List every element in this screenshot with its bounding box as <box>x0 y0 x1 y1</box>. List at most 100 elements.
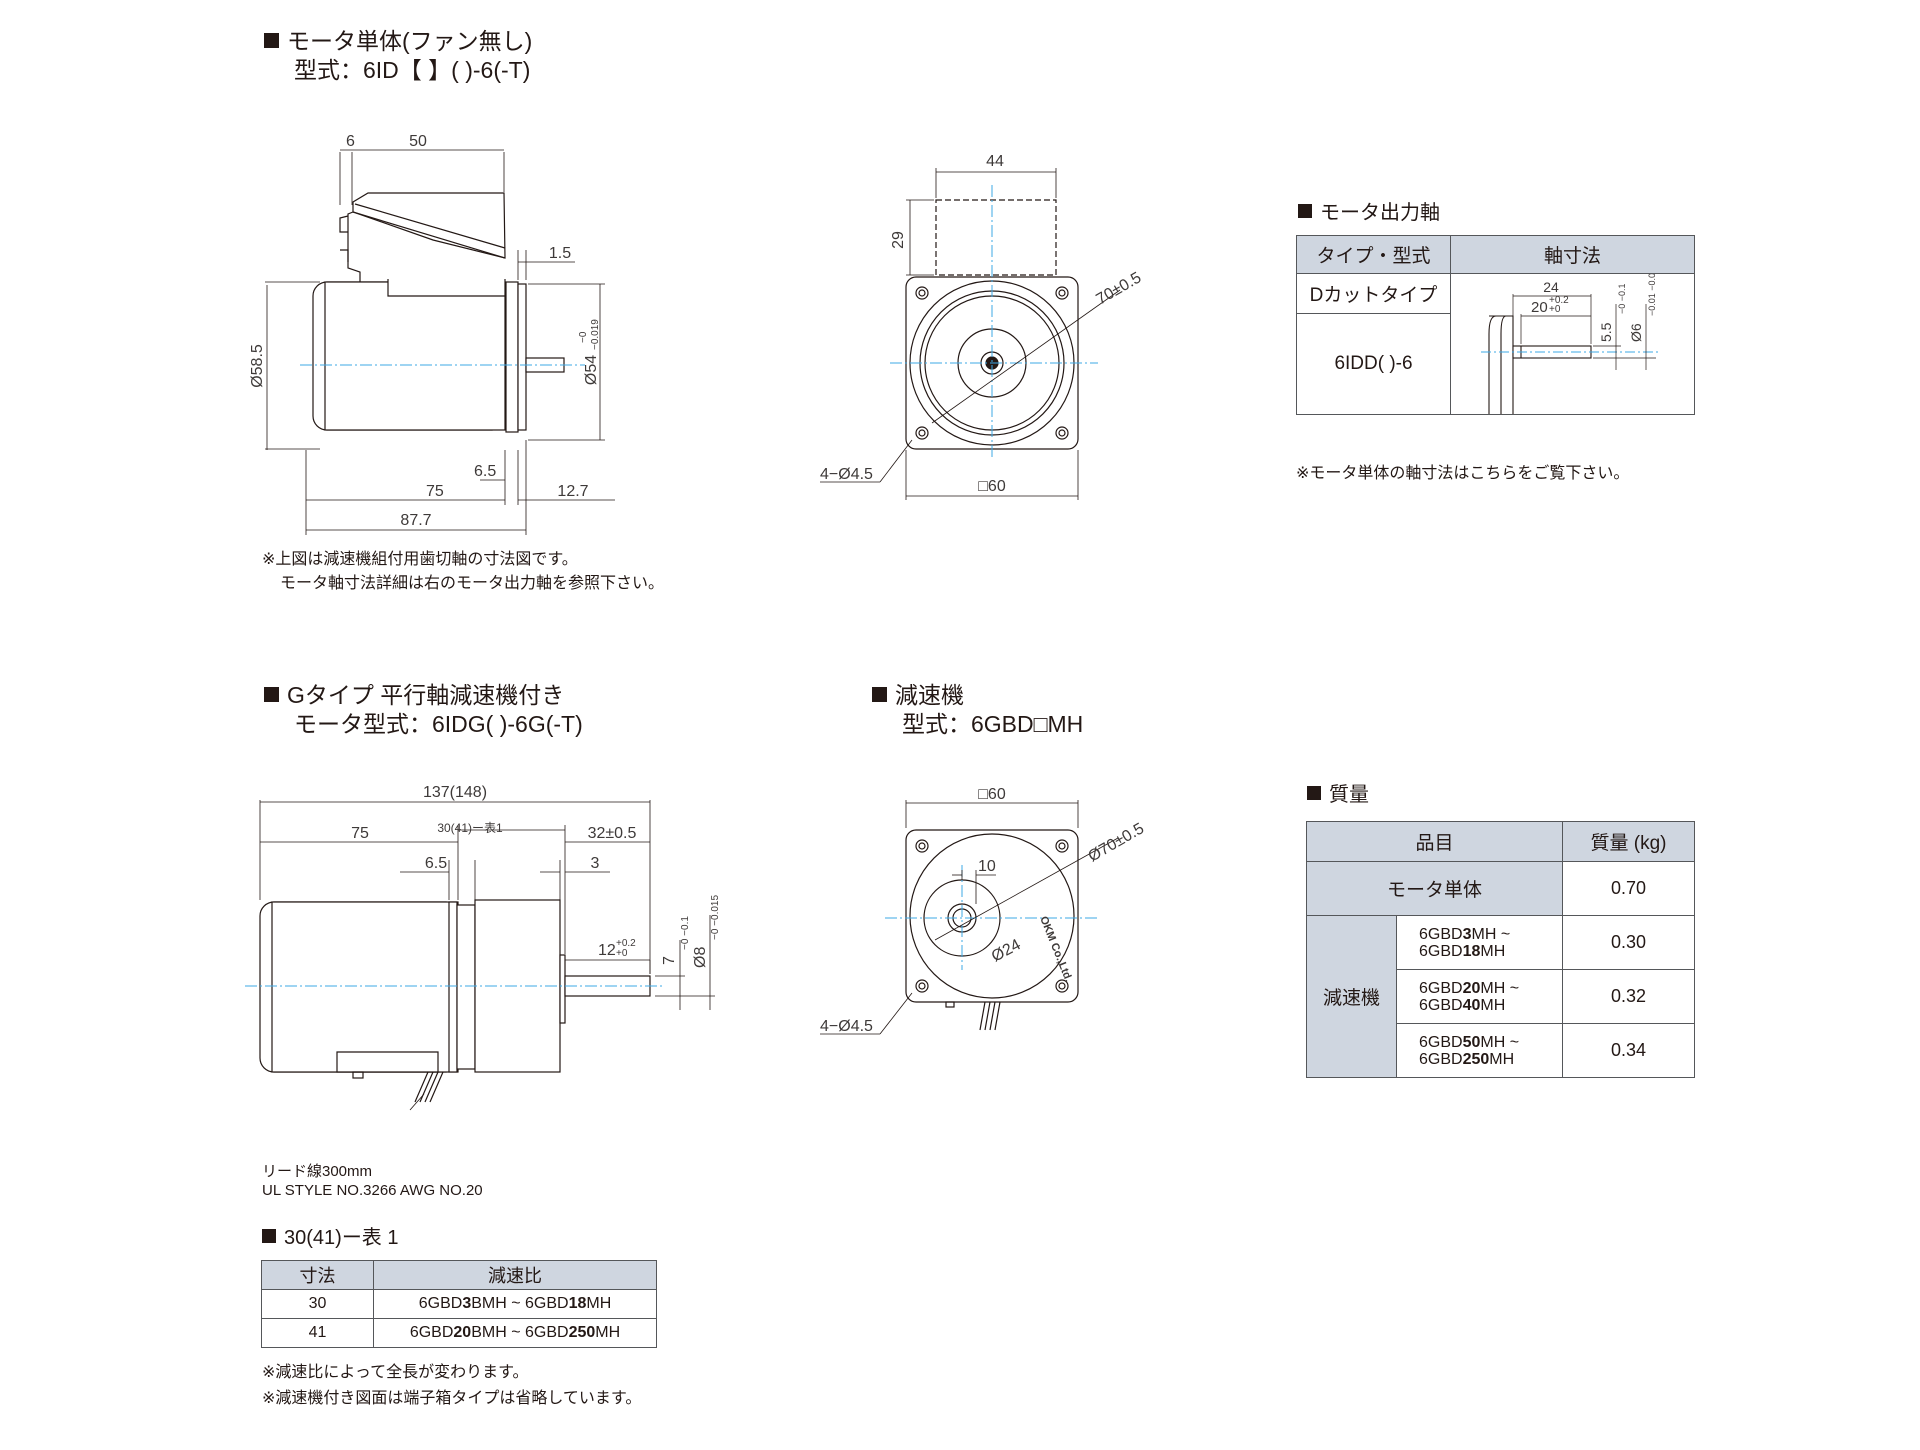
ratio-row-2-to: 250 <box>568 1324 596 1341</box>
section2-title: Gタイプ 平行軸減速機付き <box>287 682 565 708</box>
shaft-col-dim: 軸寸法 <box>1450 235 1695 274</box>
mass-col-mass: 質量 (kg) <box>1562 821 1695 862</box>
bullet-square-icon <box>1307 786 1321 800</box>
bullet-square-icon <box>264 33 279 48</box>
ratio-row-1-dim: 30 <box>261 1289 374 1319</box>
mass-row-3-ratio-from: 50 <box>1462 1033 1481 1051</box>
gear-dim-4-45: 4−Ø4.5 <box>820 1018 873 1035</box>
shaft-dim-20-upper: +0.2 <box>1549 295 1569 306</box>
mass-row-3-prefix: 6GBD <box>1419 1033 1463 1051</box>
mass-title: 質量 <box>1329 784 1369 806</box>
gearhead-header: 減速機 型式：6GBD□MH <box>872 681 1083 739</box>
shaft-dim-5-5: 5.5 <box>1598 322 1614 342</box>
bullet-square-icon <box>872 687 887 702</box>
mass-row-2-suffix-2: MH <box>1480 996 1506 1014</box>
gearhead-model: 型式：6GBD□MH <box>902 711 1084 737</box>
ratio-row-1-to: 18 <box>568 1295 587 1312</box>
section1-header: モータ単体(ファン無し) 型式：6ID【 】( )-6(-T) <box>264 27 532 85</box>
dim-6-5: 6.5 <box>425 855 447 872</box>
shaft-model: 6IDD( )-6 <box>1296 313 1451 415</box>
dim-4-45: 4−Ø4.5 <box>820 466 873 483</box>
dim-total: 137(148) <box>423 784 487 801</box>
mass-motor-label: モータ単体 <box>1306 861 1563 916</box>
ratio-row-1-p1: 6GBD <box>418 1295 463 1312</box>
ratio-row-1-range: 6GBD3BMH ~ 6GBD18MH <box>373 1289 657 1319</box>
dim-8: Ø8 <box>692 947 709 968</box>
dim-54: Ø54 <box>583 355 600 385</box>
motor-side-view-drawing: 6 50 1.5 Ø58.5 Ø54 −0 −0.019 6.5 75 12.7… <box>249 133 615 535</box>
mass-motor-value: 0.70 <box>1562 861 1695 916</box>
mass-row-1-suffix-2: MH <box>1480 942 1506 960</box>
section1-note-1: ※上図は減速機組付用歯切軸の寸法図です。 <box>262 551 578 568</box>
ratio-row-2-range: 6GBD20BMH ~ 6GBD250MH <box>373 1318 657 1348</box>
dim-50: 50 <box>409 133 427 150</box>
shaft-dim-24: 24 <box>1543 279 1559 295</box>
mass-gear-row-1-value: 0.30 <box>1562 915 1695 970</box>
ratio-col-ratio: 減速比 <box>373 1260 657 1290</box>
dim-60: □60 <box>978 478 1006 495</box>
mass-row-2-prefix-2: 6GBD <box>1419 996 1463 1014</box>
ratio-row-2-p2: BMH ~ 6GBD <box>471 1324 569 1341</box>
ratio-table: 寸法 減速比 30 6GBD3BMH ~ 6GBD18MH 41 6GBD20B… <box>261 1260 657 1348</box>
shaft-dim-20-lower: +0 <box>1549 304 1561 315</box>
table1-header: 30(41)ー表 1 <box>262 1221 399 1250</box>
dim-12-lower: +0 <box>616 948 628 959</box>
mass-row-3-suffix: MH ~ <box>1480 1033 1520 1051</box>
shaft-note: ※モータ単体の軸寸法はこちらをご覧下さい。 <box>1296 465 1630 482</box>
mass-row-2-suffix: MH ~ <box>1480 979 1520 997</box>
mass-row-3-ratio-to: 250 <box>1462 1050 1490 1068</box>
lead-wire-note: リード線300mm UL STYLE NO.3266 AWG NO.20 <box>262 1162 483 1200</box>
dim-87-7: 87.7 <box>400 512 431 529</box>
gearhead-title: 減速機 <box>895 682 964 708</box>
table1-title: 30(41)ー表 1 <box>284 1227 399 1249</box>
dim-3: 3 <box>591 855 600 872</box>
ratio-row-1-p2: BMH ~ 6GBD <box>471 1295 569 1312</box>
shaft-dim-6-tol: −0.01 −0.02 <box>1647 274 1657 316</box>
gear-dim-60: □60 <box>978 786 1006 803</box>
bullet-square-icon <box>262 1229 276 1243</box>
ratio-row-2-from: 20 <box>453 1324 472 1341</box>
mass-gear-row-2-value: 0.32 <box>1562 969 1695 1024</box>
dim-1-5: 1.5 <box>549 245 571 262</box>
mass-row-1-ratio-from: 3 <box>1462 925 1472 943</box>
mass-gear-row-1-label: 6GBD3MH ~ 6GBD18MH <box>1396 915 1563 970</box>
geared-motor-side-view-drawing: 137(148) 75 30(41)ー表1 32±0.5 6.5 3 12 +0… <box>245 784 720 1111</box>
mass-row-1-ratio-to: 18 <box>1462 942 1481 960</box>
section2-header: Gタイプ 平行軸減速機付き モータ型式：6IDG( )-6G(-T) <box>264 681 583 739</box>
mass-col-item: 品目 <box>1306 821 1563 862</box>
mass-row-1-prefix: 6GBD <box>1419 925 1463 943</box>
mass-gear-row-2-label: 6GBD20MH ~ 6GBD40MH <box>1396 969 1563 1024</box>
bullet-square-icon <box>264 687 279 702</box>
lead-wire-spec: UL STYLE NO.3266 AWG NO.20 <box>262 1182 483 1199</box>
shaft-dim-5-5-tol: −0 −0.1 <box>1617 283 1627 314</box>
gear-dim-70: Ø70±0.5 <box>1086 820 1148 865</box>
mass-gear-row-3-value: 0.34 <box>1562 1023 1695 1078</box>
shaft-dim-drawing: 24 20 +0.2 +0 5.5 −0 −0.1 Ø6 −0.01 −0.02 <box>1481 274 1661 414</box>
table1-note-1: ※減速比によって全長が変わります。 <box>262 1364 529 1381</box>
shaft-header: モータ出力軸 <box>1298 196 1440 225</box>
mass-table: 品目 質量 (kg) モータ単体 0.70 減速機 6GBD3MH ~ 6GBD… <box>1306 821 1695 1078</box>
motor-front-view-drawing: 44 29 70±0.5 4−Ø4.5 □60 <box>820 153 1145 500</box>
mass-row-2-ratio-to: 40 <box>1462 996 1481 1014</box>
bullet-square-icon <box>1298 204 1312 218</box>
lead-wire-length: リード線300mm <box>262 1163 373 1180</box>
mass-header: 質量 <box>1307 778 1369 807</box>
ratio-row-1-from: 3 <box>462 1295 472 1312</box>
ratio-row-2-dim: 41 <box>261 1318 374 1348</box>
gearhead-front-view-drawing: OKM Co.,Ltd. □60 Ø70±0.5 10 Ø24 4−Ø4.5 <box>820 786 1148 1035</box>
dim-70: 70±0.5 <box>1094 269 1145 308</box>
dim-54-tol-upper: −0 <box>578 331 589 343</box>
dim-44: 44 <box>986 153 1004 170</box>
gear-dim-10: 10 <box>978 858 996 875</box>
mass-row-1-prefix-2: 6GBD <box>1419 942 1463 960</box>
table1-notes: ※減速比によって全長が変わります。 ※減速機付き図面は端子箱タイプは省略していま… <box>262 1360 641 1412</box>
dim-12-7: 12.7 <box>557 483 588 500</box>
dim-32: 32±0.5 <box>588 825 637 842</box>
dim-8-tol: −0 −0.015 <box>710 895 720 940</box>
mass-row-3-suffix-2: MH <box>1489 1050 1515 1068</box>
dim-12-upper: +0.2 <box>616 938 636 949</box>
section1-notes: ※上図は減速機組付用歯切軸の寸法図です。 モータ軸寸法詳細は右のモータ出力軸を参… <box>262 548 664 596</box>
mass-row-3-prefix-2: 6GBD <box>1419 1050 1463 1068</box>
shaft-col-type: タイプ・型式 <box>1296 235 1451 274</box>
shaft-title: モータ出力軸 <box>1320 202 1440 224</box>
